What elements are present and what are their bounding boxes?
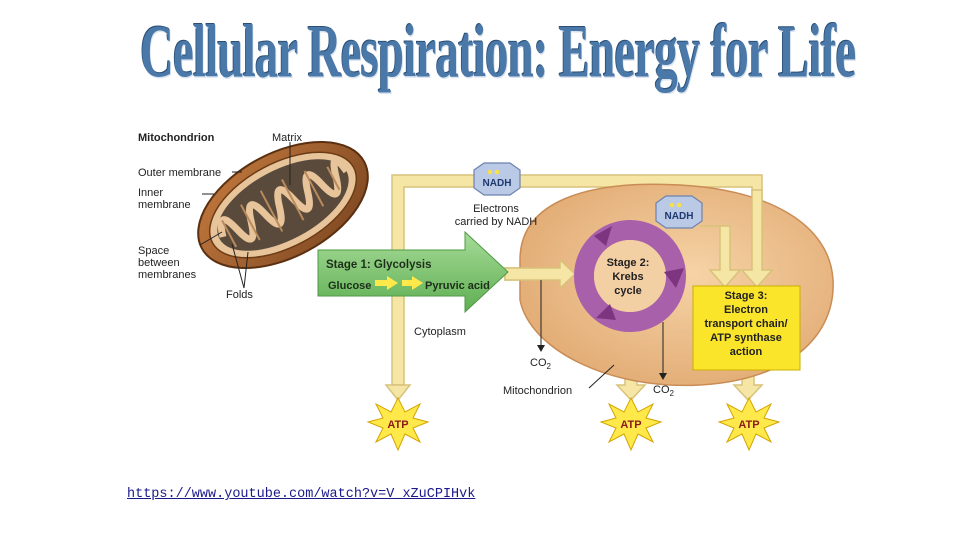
stage1-pyruvic-acid: Pyruvic acid [425,280,490,292]
mitochondrion-header: Mitochondrion [138,132,215,144]
stage3-box [692,285,801,371]
co2-label-1: CO2 [530,357,552,371]
stage2-line2: Krebs [612,271,643,283]
atp-star-2 [599,396,663,452]
mitochondrion-label: Mitochondrion [503,385,572,397]
stage3-line3: transport chain/ [704,318,787,330]
nadh-label-2: NADH [665,211,694,222]
stage3-line4: ATP synthase [710,332,782,344]
nadh-badge-1 [473,162,521,196]
stage3-line1: Stage 3: [725,290,768,302]
krebs-cycle-ring [574,220,686,332]
electrons-label-2: carried by NADH [455,216,538,228]
folds-label: Folds [226,289,253,301]
atp-star-3 [717,396,781,452]
mitochondrion-illustration [197,140,369,289]
space-label-1: Space [138,245,169,257]
nadh-label-1: NADH [483,178,512,189]
stage3-line5: action [730,346,763,358]
stage1-glycolysis-arrow [317,230,509,314]
stage3-line2: Electron [724,304,768,316]
outer-membrane-label: Outer membrane [138,167,221,179]
space-label-3: membranes [138,269,197,281]
stage1-title: Stage 1: Glycolysis [326,259,431,271]
stage1-glucose: Glucose [328,280,371,292]
co2-label-2: CO2 [653,384,675,398]
atp-label-1: ATP [387,419,408,431]
matrix-label: Matrix [272,132,302,144]
atp-label-3: ATP [738,419,759,431]
atp-star-1 [366,396,430,452]
atp-label-2: ATP [620,419,641,431]
inner-membrane-label-2: membrane [138,199,191,211]
electrons-label-1: Electrons [473,203,519,215]
stage2-line3: cycle [614,285,642,297]
nadh-badge-2 [655,195,703,229]
stage2-line1: Stage 2: [607,257,650,269]
cytoplasm-label: Cytoplasm [414,326,466,338]
youtube-link[interactable]: https://www.youtube.com/watch?v=V_xZuCPI… [127,487,476,502]
space-label-2: between [138,257,180,269]
inner-membrane-label-1: Inner [138,187,163,199]
